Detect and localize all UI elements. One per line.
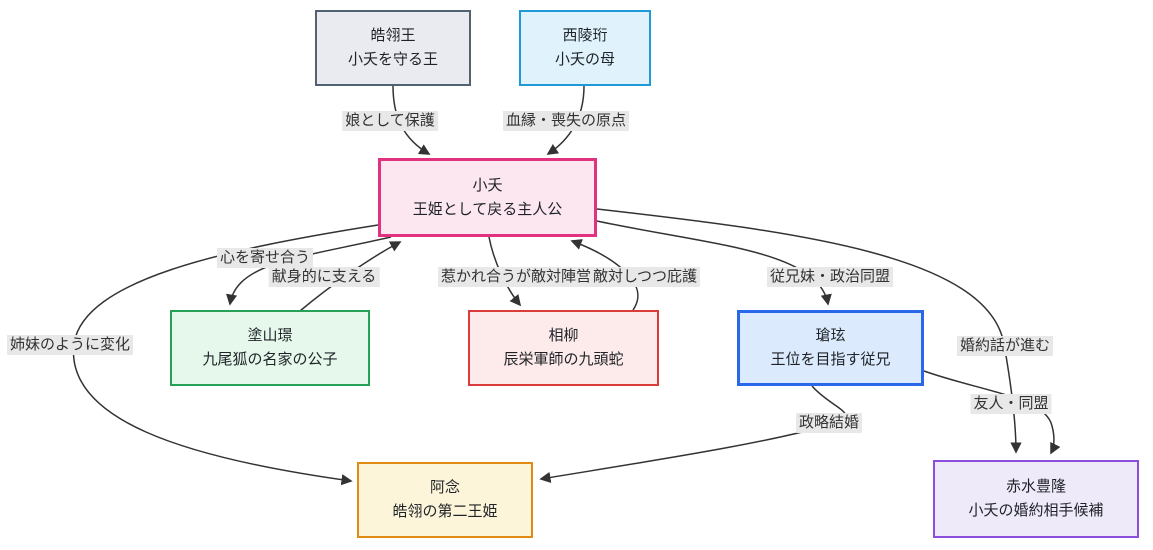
- edge-cangxuan-chishuifenglong: [923, 370, 1061, 455]
- node-xiangliu-title: 相柳: [548, 327, 579, 344]
- edge-xiaoyao-cangxuan: [596, 220, 832, 306]
- node-tushan-jing: 塗山璟 九尾狐の名家の公子: [170, 310, 370, 386]
- node-xiling-heng-subtitle: 小夭の母: [554, 51, 615, 68]
- edge-label-mutual-affection: 心を寄せ合う: [216, 248, 314, 268]
- node-xiling-heng-title: 西陵珩: [562, 27, 608, 44]
- node-xiaoyao: 小夭 王姫として戻る主人公: [378, 158, 597, 237]
- edge-label-friends-alliance: 友人・同盟: [970, 394, 1052, 414]
- node-haoling-king-subtitle: 小夭を守る王: [347, 51, 438, 68]
- edge-label-cousins-political-alliance: 従兄妹・政治同盟: [766, 267, 894, 287]
- node-xiaoyao-subtitle: 王姫として戻る主人公: [412, 200, 563, 218]
- node-anian-title: 阿念: [429, 479, 460, 496]
- node-xiangliu: 相柳 辰栄軍師の九頭蛇: [468, 310, 659, 386]
- node-chishui-fenglong-subtitle: 小夭の婚約相手候補: [968, 502, 1104, 519]
- node-anian-subtitle: 皓翎の第二王姫: [392, 503, 498, 520]
- node-tushan-jing-title: 塗山璟: [247, 327, 293, 344]
- edge-label-hostile-yet-protective: 敵対しつつ庇護: [589, 267, 701, 287]
- node-cangxuan: 瑲玹 王位を目指す従兄: [737, 310, 924, 386]
- edge-label-blood-loss-origin: 血縁・喪失の原点: [502, 111, 630, 131]
- node-xiling-heng: 西陵珩 小夭の母: [519, 10, 651, 86]
- node-tushan-jing-subtitle: 九尾狐の名家の公子: [202, 351, 338, 368]
- edge-label-become-like-sisters: 姉妹のように変化: [6, 335, 134, 355]
- node-chishui-fenglong: 赤水豊隆 小夭の婚約相手候補: [933, 460, 1139, 538]
- edge-label-political-marriage: 政略結婚: [795, 413, 863, 433]
- node-xiangliu-subtitle: 辰栄軍師の九頭蛇: [503, 351, 624, 368]
- node-cangxuan-subtitle: 王位を目指す従兄: [770, 351, 891, 368]
- node-haoling-king-title: 皓翎王: [370, 27, 416, 44]
- node-cangxuan-title: 瑲玹: [815, 327, 846, 344]
- node-haoling-king: 皓翎王 小夭を守る王: [315, 10, 471, 86]
- edge-label-attracted-but-enemy-camp: 惹かれ合うが敵対陣営: [437, 267, 595, 287]
- node-anian: 阿念 皓翎の第二王姫: [357, 462, 533, 538]
- node-xiaoyao-title: 小夭: [472, 176, 503, 194]
- edge-label-devoted-support: 献身的に支える: [268, 267, 380, 287]
- edge-label-engagement-progresses: 婚約話が進む: [956, 336, 1054, 356]
- edge-label-daughter-protection: 娘として保護: [342, 111, 438, 131]
- node-chishui-fenglong-title: 赤水豊隆: [1005, 478, 1066, 495]
